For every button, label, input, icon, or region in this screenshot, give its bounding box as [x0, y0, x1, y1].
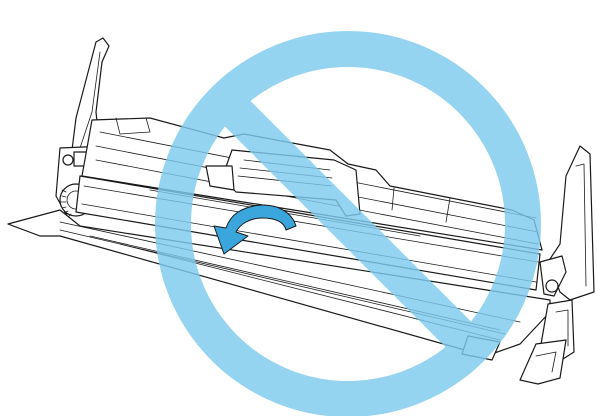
- prohibition-icon: [155, 31, 541, 416]
- curved-rotation-arrow-icon: [213, 204, 297, 255]
- right-side-frame: [519, 145, 595, 385]
